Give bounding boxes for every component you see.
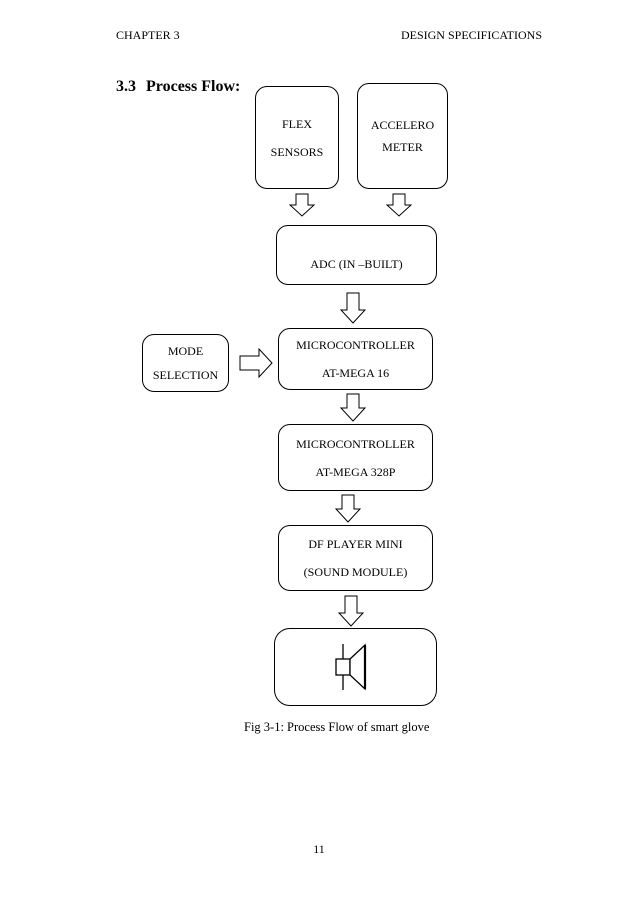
section-title: 3.3 Process Flow: (116, 78, 240, 96)
adc-label: ADC (IN –BUILT) (310, 257, 403, 271)
arrow-mode-to-mcu1 (239, 348, 273, 378)
section-number: 3.3 (116, 78, 136, 95)
section-title-text: Process Flow: (146, 78, 241, 95)
arrow-df-to-speaker (338, 595, 364, 627)
flex-sensors-label-2: SENSORS (270, 144, 324, 159)
adc-node: ADC (IN –BUILT) (276, 225, 437, 285)
arrow-flex-to-adc (289, 193, 315, 217)
mcu1-label-1: MICROCONTROLLER (296, 338, 415, 352)
arrow-mcu2-to-df (335, 494, 361, 523)
df-player-label-1: DF PLAYER MINI (308, 537, 403, 551)
mcu1-label-2: AT-MEGA 16 (321, 366, 390, 380)
flex-sensors-node: FLEX SENSORS (255, 86, 339, 189)
speaker-icon (334, 643, 366, 691)
df-player-label-2: (SOUND MODULE) (303, 565, 408, 579)
page-number: 11 (313, 842, 325, 856)
chapter-header: CHAPTER 3 (116, 28, 180, 42)
mode-selection-label-1: MODE (167, 344, 204, 358)
arrow-adc-to-mcu1 (340, 292, 366, 324)
mode-selection-node: MODE SELECTION (142, 334, 229, 392)
mcu2-label-2: AT-MEGA 328P (315, 464, 396, 479)
accelerometer-label-2: METER (382, 140, 423, 154)
accelerometer-label-1: ACCELERO (370, 118, 435, 132)
figure-caption: Fig 3-1: Process Flow of smart glove (244, 720, 430, 734)
flex-sensors-label-1: FLEX (282, 116, 312, 131)
mode-selection-label-2: SELECTION (152, 368, 219, 382)
section-header: DESIGN SPECIFICATIONS (400, 28, 542, 42)
mcu2-label-1: MICROCONTROLLER (296, 436, 415, 451)
df-player-node: DF PLAYER MINI (SOUND MODULE) (278, 525, 433, 591)
microcontroller-atmega16-node: MICROCONTROLLER AT-MEGA 16 (278, 328, 433, 390)
microcontroller-atmega328p-node: MICROCONTROLLER AT-MEGA 328P (278, 424, 433, 491)
arrow-mcu1-to-mcu2 (340, 393, 366, 422)
speaker-node (274, 628, 437, 706)
accelerometer-node: ACCELERO METER (357, 83, 448, 189)
arrow-accel-to-adc (386, 193, 412, 217)
